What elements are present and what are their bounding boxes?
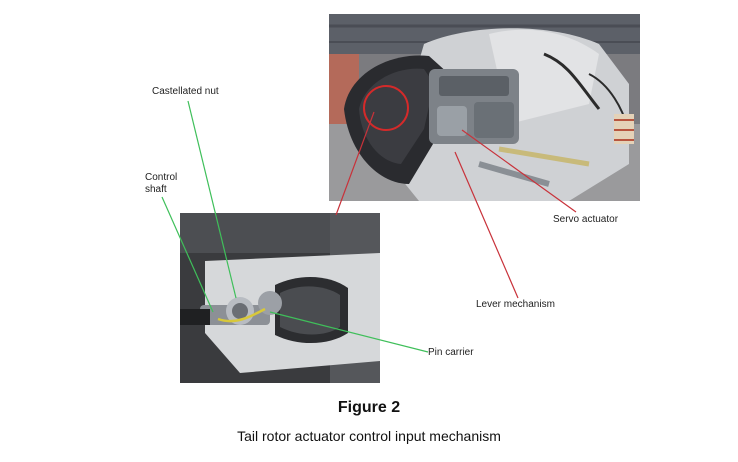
actuator-photo-drawing [329, 14, 640, 201]
leader-servo-actuator [461, 129, 577, 213]
servo-actuator-label: Servo actuator [553, 214, 619, 225]
control-shaft-label-line1: Control [145, 172, 178, 183]
lever-mechanism-label: Lever mechanism [476, 299, 555, 310]
castellated-nut-label: Castellated nut [152, 86, 219, 97]
actuator-photo [329, 14, 640, 201]
control-shaft-label-line2: shaft [145, 184, 167, 195]
figure-caption: Tail rotor actuator control input mechan… [237, 428, 501, 444]
figure-title: Figure 2 [337, 399, 401, 416]
leader-control-shaft [161, 196, 214, 313]
pin-carrier-closeup-photo [180, 213, 380, 383]
leader-circle-to-inset [335, 111, 375, 216]
pin-carrier-closeup-drawing [180, 213, 380, 383]
leader-lever-mechanism [454, 151, 519, 299]
control-shaft-label: Control shaft [145, 172, 205, 196]
leader-pin-carrier [269, 311, 429, 353]
pin-carrier-label: Pin carrier [428, 347, 474, 358]
leader-castellated-nut [187, 100, 237, 299]
